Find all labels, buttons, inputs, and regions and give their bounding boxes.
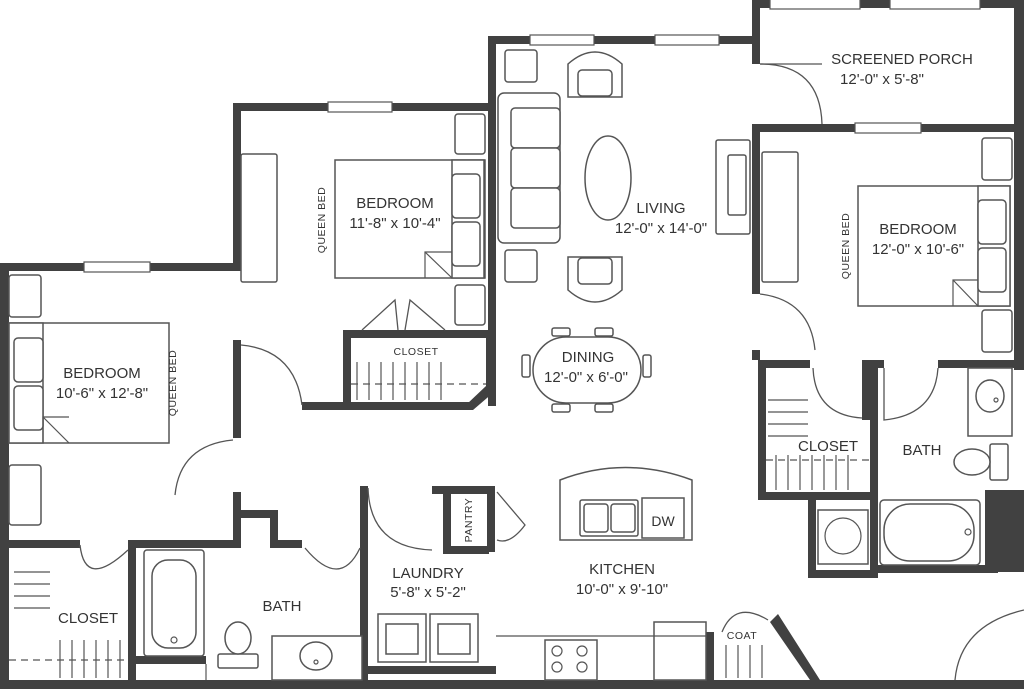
bath-right-label: BATH [903,442,942,459]
pantry-label: PANTRY [463,498,475,543]
dining-name: DINING [562,349,615,366]
living-name: LIVING [636,200,685,217]
closet-right-label: CLOSET [798,438,858,455]
kitchen-size: 10'-0" x 9'-10" [576,581,668,598]
bedroom-center-bed: QUEEN BED [316,187,328,253]
dining-size: 12'-0" x 6'-0" [544,369,628,386]
bedroom-center-name: BEDROOM [356,195,434,212]
laundry-fixtures [377,613,479,663]
bedroom-right-name: BEDROOM [879,221,957,238]
living-size: 12'-0" x 14'-0" [615,220,707,237]
coat-label: COAT [727,630,757,642]
laundry-name: LAUNDRY [392,565,463,582]
bedroom-left-size: 10'-6" x 12'-8" [56,385,148,402]
porch-name: SCREENED PORCH [831,51,973,68]
bedroom-left-name: BEDROOM [63,365,141,382]
bedroom-left-bed: QUEEN BED [167,350,179,416]
room-labels: SCREENED PORCH 12'-0" x 5'-8" LIVING 12'… [56,51,973,642]
kitchen-name: KITCHEN [589,561,655,578]
center-bedroom-furniture [240,113,486,326]
bedroom-center-size: 11'-8" x 10'-4" [349,215,440,232]
closet-left-label: CLOSET [58,610,118,627]
left-bedroom-furniture [8,274,170,526]
bath-left-label: BATH [263,598,302,615]
bedroom-right-size: 12'-0" x 10'-6" [872,241,964,258]
bedroom-right-bed: QUEEN BED [840,213,852,279]
dining-table-set [521,327,652,413]
right-bedroom-furniture [761,137,1013,353]
closet-rods [9,362,870,678]
laundry-size: 5'-8" x 5'-2" [390,584,466,601]
right-bath-fixtures [817,367,1013,566]
windows [83,0,981,273]
dishwasher-label: DW [651,513,675,529]
kitchen-fixtures [496,466,707,681]
doors [79,63,1024,681]
porch-size: 12'-0" x 5'-8" [840,71,924,88]
closet-center-label: CLOSET [393,346,438,358]
left-bath-fixtures [143,549,363,681]
living-furniture [497,49,751,303]
